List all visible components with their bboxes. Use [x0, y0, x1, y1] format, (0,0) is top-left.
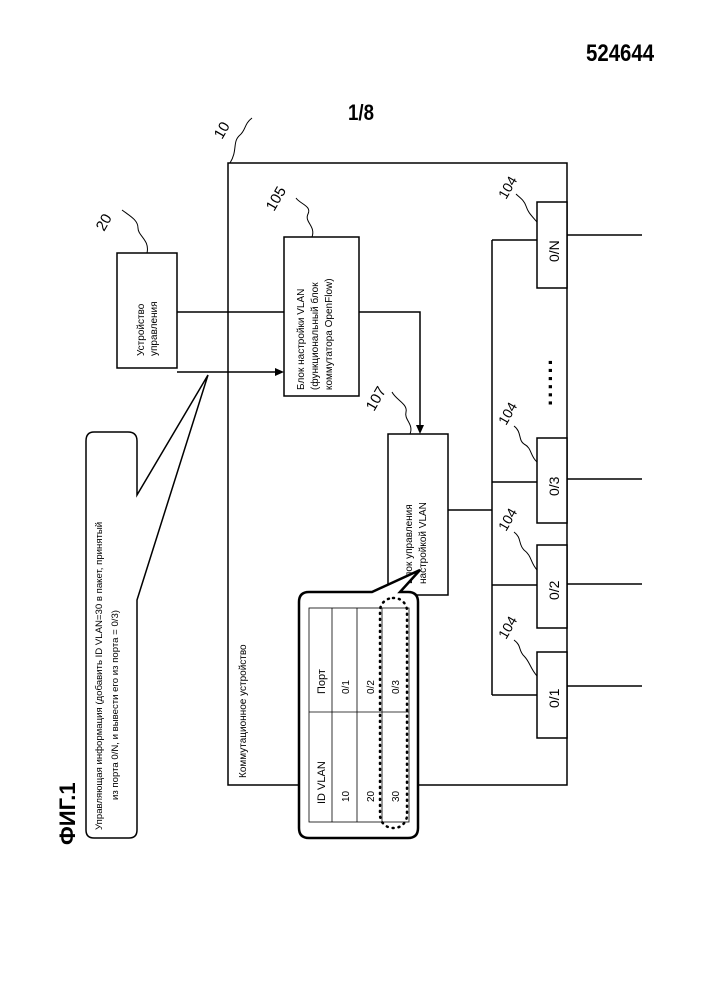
- ref-leader-port-01: [514, 640, 537, 676]
- port-label-01: 0/1: [546, 688, 562, 708]
- ref-switch: 10: [211, 119, 234, 142]
- ref-port-01: 104: [495, 613, 521, 641]
- ref-vlan-config: 105: [263, 184, 290, 214]
- port-label-0n: 0/N: [546, 240, 562, 262]
- ref-port-02: 104: [495, 505, 521, 533]
- ref-leader-switch: [230, 118, 252, 163]
- port-label-03: 0/3: [546, 476, 562, 496]
- vlan-config-line3: коммутатора OpenFlow): [324, 278, 335, 390]
- control-device-line2: управления: [149, 301, 160, 356]
- ref-leader-vlan-control: [392, 392, 411, 434]
- switch-device-caption: Коммутационное устройство: [238, 644, 249, 778]
- ref-controller: 20: [93, 211, 116, 234]
- control-info-line2: из порта 0/N, и вывести его из порта = 0…: [110, 610, 121, 800]
- ref-leader-vlan-config: [296, 198, 313, 237]
- ref-leader-port-03: [514, 426, 537, 462]
- table-header-port: Порт: [316, 669, 328, 694]
- ref-leader-port-02: [514, 532, 537, 570]
- table-cell-r2-port: 0/2: [366, 680, 377, 694]
- table-cell-r1-port: 0/1: [341, 680, 352, 694]
- figure-label: ФИГ.1: [55, 782, 80, 845]
- control-device-line1: Устройство: [136, 303, 147, 356]
- ref-port-03: 104: [495, 399, 521, 427]
- port-label-02: 0/2: [546, 580, 562, 600]
- table-cell-r3-vlan: 30: [391, 790, 402, 802]
- table-cell-r2-vlan: 20: [366, 790, 377, 802]
- ref-vlan-control: 107: [363, 384, 390, 414]
- ports-ellipsis: ......: [532, 357, 557, 406]
- table-cell-r3-port: 0/3: [391, 680, 402, 694]
- ref-leader-controller: [122, 210, 147, 253]
- ref-leader-port-0n: [516, 194, 537, 222]
- vlan-config-line2: (функциональный блок: [309, 282, 321, 390]
- ref-port-0n: 104: [495, 173, 521, 201]
- vlan-config-line1: Блок настройки VLAN: [296, 289, 307, 390]
- link-config-control: [359, 312, 420, 428]
- control-info-line1: Управляющая информация (добавить ID VLAN…: [94, 522, 105, 830]
- control-device-box: [117, 253, 177, 368]
- table-header-vlan-id: ID VLAN: [316, 761, 328, 804]
- arrowhead-control-info: [275, 368, 284, 376]
- arrowhead-config-control: [416, 425, 424, 434]
- table-cell-r1-vlan: 10: [341, 790, 352, 802]
